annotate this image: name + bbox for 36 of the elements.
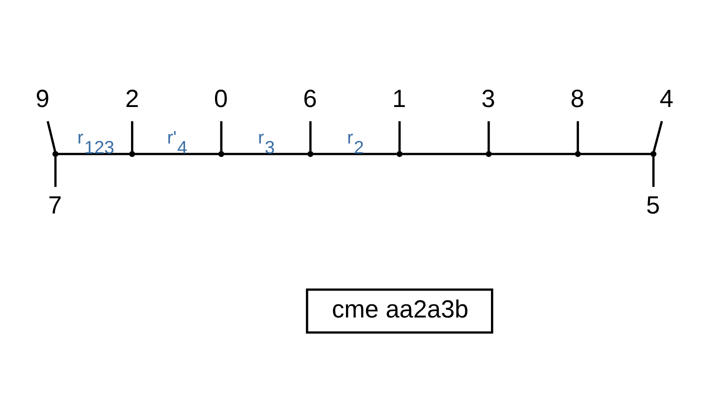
connector [488,121,490,152]
connector [402,152,486,156]
connector [131,121,134,152]
connector [54,156,57,187]
node-text: 2 [125,86,140,114]
connector [580,152,651,156]
node-dot [52,151,58,158]
node-text: 9 [36,86,50,114]
connector [576,121,579,152]
connector [46,120,56,152]
connector [309,121,312,152]
node-dot [307,151,314,158]
connector [224,152,308,156]
node-text: 3 [481,86,496,114]
connector [398,121,401,152]
node-text: 0 [214,86,228,114]
connector [313,152,397,156]
connector [220,121,222,152]
node-box: cme aa2a3b [306,288,494,334]
node-dot [218,151,224,158]
node-dot [650,151,656,158]
node-dot [396,151,403,158]
connector [58,152,130,156]
node-dot [486,151,492,158]
connector [134,152,219,156]
node-text: 5 [646,192,660,220]
connector [491,152,576,156]
node-text: 8 [570,86,584,114]
node-text: 7 [48,192,62,220]
node-dot [574,151,581,158]
node-text: 6 [303,86,317,114]
node-text: 1 [392,86,406,114]
node-dot [129,151,136,158]
node-text: 4 [660,86,674,114]
connector [652,156,655,187]
connector [652,120,663,152]
